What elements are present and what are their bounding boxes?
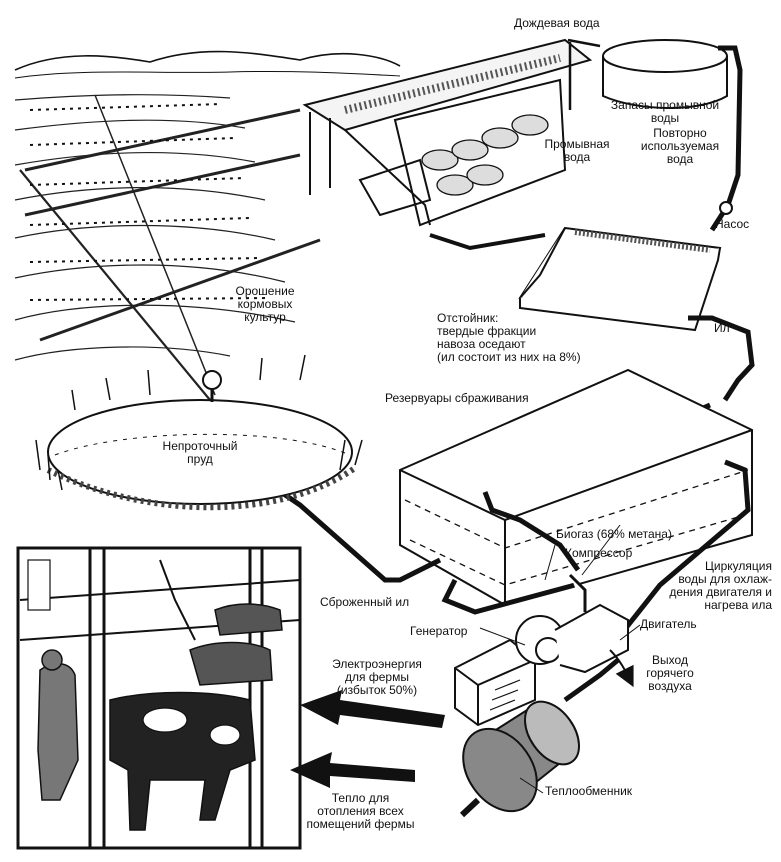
hills	[14, 50, 401, 79]
biogas-pipes	[441, 459, 751, 640]
label-sludge: Ил	[714, 321, 730, 335]
energy-arrows	[290, 690, 445, 788]
leader-lines	[479, 524, 641, 794]
inset-milking-parlour	[16, 546, 302, 850]
label-rain-water: Дождевая вода	[514, 16, 600, 30]
label-reused-water: Повторно используемая вода	[640, 126, 720, 166]
barn	[302, 38, 593, 227]
digested-sludge-pipe	[273, 485, 442, 583]
label-settling-tank: Отстойник: твердые фракции навоза оседаю…	[437, 311, 581, 364]
settling-tank	[518, 226, 722, 332]
label-digested-sludge: Сброженный ил	[320, 595, 410, 609]
closed-pond	[46, 370, 357, 511]
label-hot-air-outlet: Выход горячего воздуха	[646, 653, 694, 693]
label-biogas: Биогаз (68% метана)	[556, 527, 672, 541]
label-digestion-tanks: Резервуары сбраживания	[385, 391, 529, 405]
generator-engine	[454, 573, 629, 727]
label-electricity: Электроэнергия для фермы (избыток 50%)	[332, 657, 422, 697]
barn-cows	[421, 114, 549, 196]
label-heat-exchanger: Теплообменник	[545, 784, 633, 798]
label-wash-water-reserve: Запасы промывной воды	[610, 98, 720, 125]
reeds	[35, 354, 363, 491]
hot-air-arrow	[609, 649, 634, 688]
label-engine: Двигатель	[640, 617, 697, 631]
label-pond: Непроточный пруд	[162, 439, 238, 466]
crop-tufts	[29, 103, 271, 301]
wash-water-reservoir	[567, 38, 728, 110]
label-compressor: Компрессор	[565, 546, 633, 560]
label-irrigation: Орошение кормовых культур	[235, 284, 295, 324]
label-wash-water: Промывная вода	[544, 137, 610, 164]
label-pump: Насос	[715, 217, 750, 231]
pump-icon	[719, 201, 733, 215]
heat-exchanger	[459, 658, 620, 818]
label-generator: Генератор	[410, 624, 468, 638]
digestion-tanks	[399, 368, 753, 607]
irrigated-field	[14, 94, 321, 401]
label-heat: Тепло для отопления всех помещений фермы	[306, 791, 415, 831]
label-water-circulation: Циркуляция воды для охлаж- дения двигате…	[669, 559, 772, 612]
